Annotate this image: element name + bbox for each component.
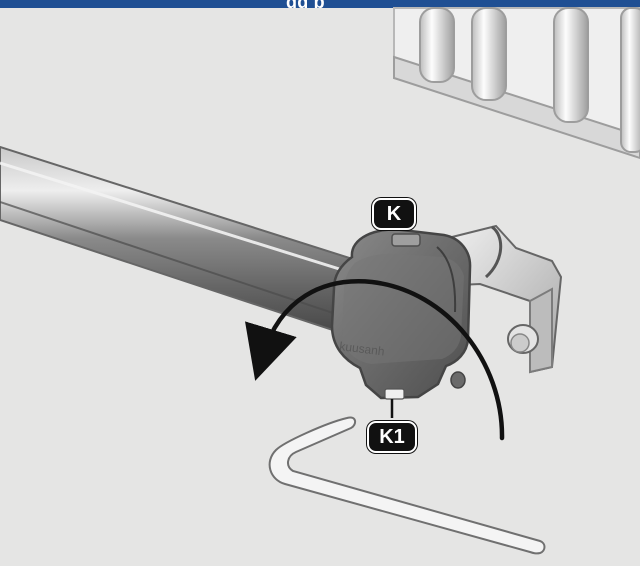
curved-arrow-icon [245,279,505,441]
rail-tube [0,145,382,348]
callout-k1-label: K1 [367,421,417,453]
callout-k-label: K [372,198,416,230]
allen-key-icon [268,416,546,555]
bed-frame [393,7,640,160]
clamp-brand-mark: kuusanh [339,339,386,358]
